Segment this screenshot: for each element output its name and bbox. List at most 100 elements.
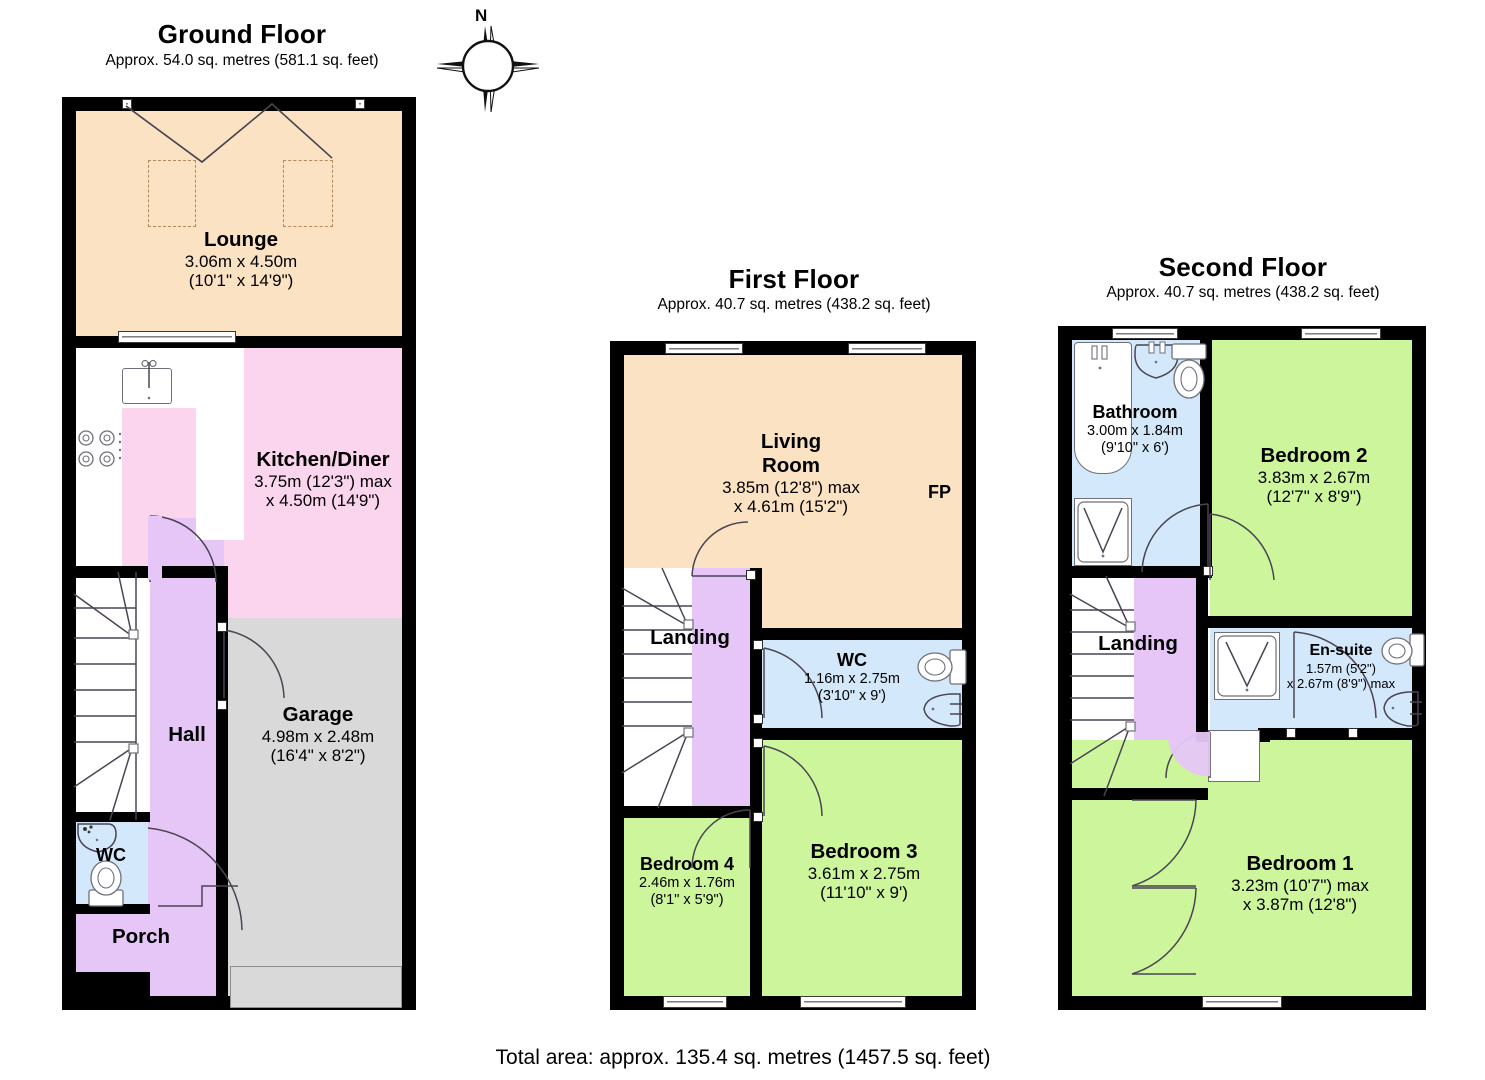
- wall-first-right: [962, 341, 976, 1010]
- first-floor-title: First Floor: [728, 264, 860, 294]
- compass-star-icon: [436, 25, 540, 113]
- wall-landing-right: [750, 568, 762, 808]
- wall-bathroom-landing-divider: [1058, 566, 1212, 578]
- jamb-garage-bottom: [217, 700, 227, 710]
- room-dim-metric-bedroom-3: 3.61m x 2.75m: [807, 863, 921, 883]
- wall-first-left: [610, 341, 624, 1010]
- wall-landing-right-second: [1196, 576, 1208, 742]
- room-fill-wc-ground: [74, 820, 148, 912]
- wall-second-left: [1058, 326, 1072, 1010]
- room-dim-imperial-bedroom-4: (8'1" x 5'9"): [650, 891, 724, 908]
- room-name-en-suite: En-suite: [1309, 642, 1373, 659]
- second-floor-subtitle: Approx. 40.7 sq. metres (438.2 sq. feet): [1106, 284, 1380, 301]
- room-dim-imperial-bedroom-1: x 3.87m (12'8"): [1242, 895, 1358, 915]
- room-name-bathroom: Bathroom: [1092, 402, 1178, 422]
- room-dim-metric-en-suite: 1.57m (5'2"): [1306, 660, 1376, 676]
- room-dim-metric-bedroom-2: 3.83m x 2.67m: [1257, 467, 1371, 487]
- wall-ensuite-bed1-divider: [1260, 728, 1426, 740]
- room-name-garage: Garage: [282, 703, 354, 726]
- room-label-bedroom-3: Bedroom 3 3.61m x 2.75m (11'10" x 9'): [768, 840, 960, 903]
- bathroom-bath-icon: [1074, 342, 1132, 474]
- garage-door-icon: [230, 966, 402, 1008]
- room-label-hall: Hall: [148, 723, 226, 747]
- window-bedroom-3: [800, 996, 906, 1008]
- bathroom-shower-tray-icon: [1074, 498, 1132, 566]
- total-area-text: Total area: approx. 135.4 sq. metres (14…: [495, 1046, 991, 1069]
- room-label-bedroom-2: Bedroom 2 3.83m x 2.67m (12'7" x 8'9"): [1216, 444, 1412, 507]
- first-floor-subtitle: Approx. 40.7 sq. metres (438.2 sq. feet): [657, 296, 931, 313]
- wall-ensuite-cupboard-left: [1258, 728, 1270, 742]
- wall-ground-right-upper: [402, 97, 416, 347]
- fireplace-tag: FP: [928, 482, 952, 502]
- room-dim-imperial-bathroom: (9'10" x 6'): [1101, 439, 1169, 456]
- window-bedroom-4: [663, 996, 727, 1008]
- room-label-en-suite: En-suite 1.57m (5'2") x 2.67m (8'9") max: [1270, 642, 1412, 691]
- window-kitchen-rear: [118, 331, 236, 343]
- jamb-bathroom: [1203, 566, 1213, 576]
- stair-well-first: [622, 568, 692, 808]
- room-name-wc-ground: WC: [96, 845, 126, 865]
- room-label-kitchen-diner: Kitchen/Diner 3.75m (12'3") max x 4.50m …: [238, 448, 408, 511]
- room-label-bedroom-1: Bedroom 1 3.23m (10'7") max x 3.87m (12'…: [1180, 852, 1420, 915]
- room-dim-metric-lounge: 3.06m x 4.50m: [184, 251, 298, 271]
- room-label-landing-first: Landing: [632, 626, 748, 650]
- room-dim-metric-garage: 4.98m x 2.48m: [261, 726, 375, 746]
- room-name-landing-first: Landing: [650, 626, 730, 649]
- room-name-porch: Porch: [111, 925, 171, 948]
- kitchen-island: [196, 378, 244, 540]
- ground-floor-title: Ground Floor: [157, 19, 327, 49]
- lounge-dashed-area-right: [283, 160, 333, 227]
- window-bedroom-1: [1202, 996, 1282, 1008]
- room-label-living-room: Living Room 3.85m (12'8") max x 4.61m (1…: [640, 430, 942, 517]
- wall-ground-left-upper: [62, 97, 76, 620]
- compass-north-label: N: [475, 6, 488, 25]
- room-name-landing-second: Landing: [1098, 632, 1178, 655]
- room-name-lounge: Lounge: [203, 228, 278, 251]
- room-name-living-room-line1: Living: [760, 430, 822, 453]
- window-lounge-right: [355, 99, 365, 109]
- room-name-bedroom-3: Bedroom 3: [810, 840, 918, 863]
- wall-second-right: [1412, 326, 1426, 1010]
- room-dim-imperial-garage: (16'4" x 8'2"): [270, 746, 366, 766]
- room-name-bedroom-2: Bedroom 2: [1260, 444, 1368, 467]
- window-bedroom-2: [1301, 328, 1381, 339]
- wall-wc-bed3-divider: [750, 728, 976, 740]
- wall-landing-bed1-divider: [1058, 788, 1208, 800]
- room-dim-metric-bedroom-1: 3.23m (10'7") max: [1231, 875, 1369, 895]
- room-dim-imperial-living-room: x 4.61m (15'2"): [733, 497, 849, 517]
- room-name-living-room-line2: Room: [761, 453, 821, 477]
- jamb-wc-first-bottom: [753, 714, 763, 724]
- room-fill-landing-first: [692, 568, 750, 808]
- room-label-wc-first: WC 1.16m x 2.75m (3'10" x 9'): [772, 650, 932, 705]
- room-label-garage: Garage 4.98m x 2.48m (16'4" x 8'2"): [230, 703, 406, 766]
- wall-ground-right-lower: [402, 347, 416, 1010]
- room-name-kitchen-diner: Kitchen/Diner: [256, 448, 390, 471]
- wall-lounge-kitchen-divider: [62, 336, 416, 348]
- wall-living-wc-divider: [750, 628, 976, 640]
- room-name-bedroom-1: Bedroom 1: [1246, 852, 1354, 875]
- room-name-hall: Hall: [168, 723, 206, 746]
- jamb-en-suite-right: [1348, 728, 1358, 738]
- room-dim-metric-living-room: 3.85m (12'8") max: [722, 477, 860, 497]
- jamb-en-suite-left: [1286, 728, 1296, 738]
- lounge-dashed-area-left: [148, 160, 196, 227]
- window-living-right: [848, 343, 926, 354]
- room-dim-metric-wc-first: 1.16m x 2.75m: [804, 670, 900, 687]
- door-leaf-kitchen-hall: [148, 516, 162, 580]
- jamb-bedroom-3-top: [753, 738, 763, 748]
- window-bathroom: [1112, 328, 1178, 339]
- room-dim-imperial-bedroom-3: (11'10" x 9'): [820, 883, 908, 903]
- room-dim-metric-bedroom-4: 2.46m x 1.76m: [639, 874, 735, 891]
- wall-garage-left: [216, 566, 228, 1010]
- jamb-living-landing: [746, 570, 756, 580]
- room-dim-imperial-wc-first: (3'10" x 9'): [818, 687, 886, 704]
- room-label-porch: Porch: [80, 925, 202, 949]
- room-label-lounge: Lounge 3.06m x 4.50m (10'1" x 14'9"): [86, 228, 396, 291]
- room-label-wc-ground: WC: [74, 845, 148, 866]
- window-lounge-left: [122, 99, 132, 109]
- wall-stair-wc-divider: [62, 812, 150, 822]
- room-label-bathroom: Bathroom 3.00m x 1.84m (9'10" x 6'): [1062, 402, 1208, 457]
- room-dim-metric-bathroom: 3.00m x 1.84m: [1087, 422, 1183, 439]
- kitchen-sink-icon: [122, 368, 172, 404]
